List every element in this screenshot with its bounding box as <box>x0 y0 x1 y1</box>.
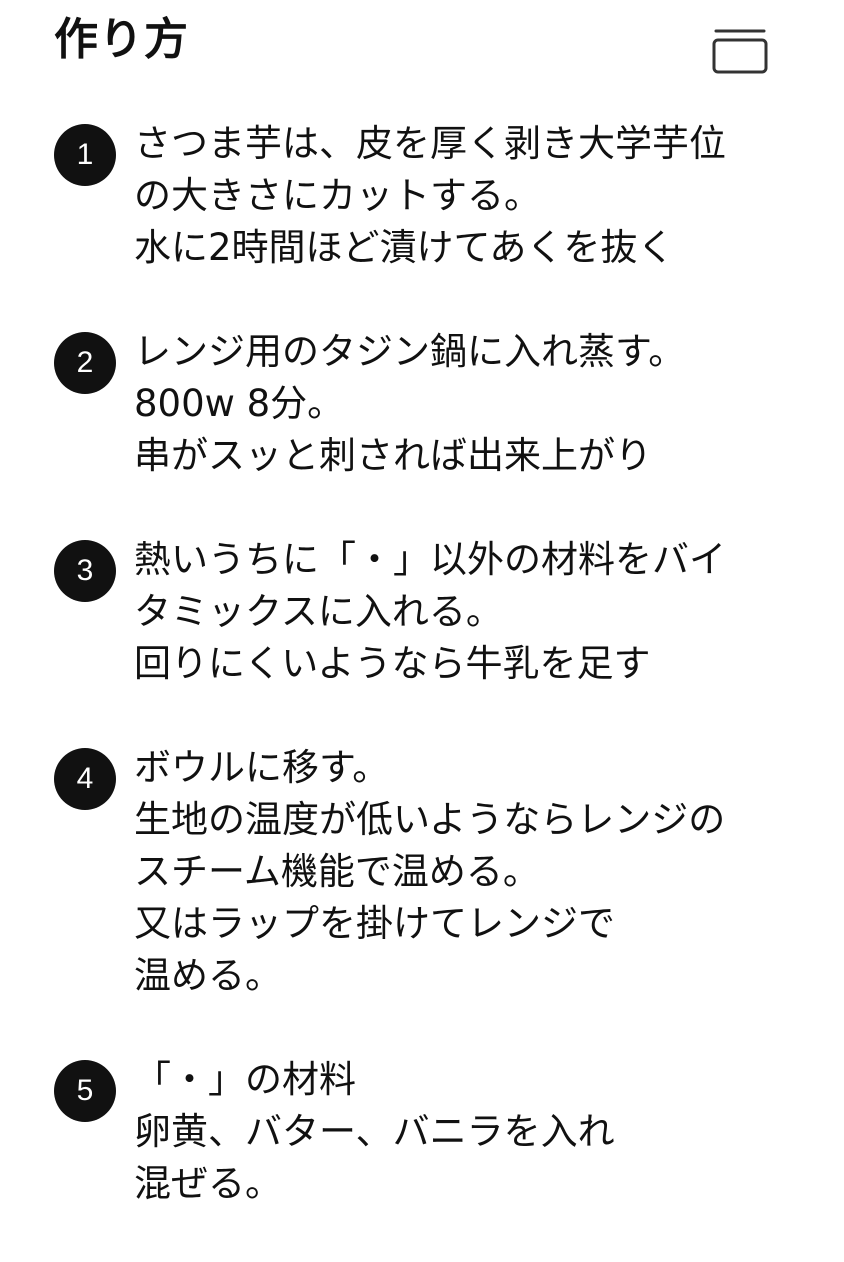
step-text-line: 熱いうちに「・」以外の材料をバイ <box>134 538 726 581</box>
step-number-badge: 5 <box>54 1060 116 1122</box>
step-number-badge: 1 <box>54 124 116 186</box>
steps-list: 1 さつま芋は、皮を厚く剥き大学芋位 の大きさにカットする。 水に2時間ほど漬け… <box>54 118 814 1262</box>
step-text-line: の大きさにカットする。 <box>134 174 541 217</box>
step-item: 1 さつま芋は、皮を厚く剥き大学芋位 の大きさにカットする。 水に2時間ほど漬け… <box>54 118 814 274</box>
collapse-button[interactable] <box>710 26 770 76</box>
step-item: 5 「・」の材料 卵黄、バター、バニラを入れ 混ぜる。 <box>54 1054 814 1210</box>
page-title: 作り方 <box>54 14 189 65</box>
step-text-line: 水に2時間ほど漬けてあくを抜く <box>134 226 675 269</box>
step-text-line: 回りにくいようなら牛乳を足す <box>134 642 651 685</box>
step-text-line: 卵黄、バター、バニラを入れ <box>134 1110 615 1153</box>
step-text-line: 温める。 <box>134 954 282 997</box>
step-text-line: 串がスッと刺されば出来上がり <box>134 434 652 477</box>
step-text-line: 800w 8分。 <box>134 382 345 425</box>
step-number-badge: 3 <box>54 540 116 602</box>
step-item: 4 ボウルに移す。 生地の温度が低いようならレンジの スチーム機能で温める。 又… <box>54 742 814 1002</box>
step-item: 3 熱いうちに「・」以外の材料をバイ タミックスに入れる。 回りにくいようなら牛… <box>54 534 814 690</box>
step-number-badge: 4 <box>54 748 116 810</box>
step-text-line: スチーム機能で温める。 <box>134 850 540 893</box>
header: 作り方 <box>54 10 790 80</box>
step-text-line: 生地の温度が低いようならレンジの <box>134 798 726 841</box>
step-text-line: 「・」の材料 <box>134 1058 356 1101</box>
step-item: 2 レンジ用のタジン鍋に入れ蒸す。 800w 8分。 串がスッと刺されば出来上が… <box>54 326 814 482</box>
step-text-line: さつま芋は、皮を厚く剥き大学芋位 <box>134 122 726 165</box>
step-text-line: 混ぜる。 <box>134 1162 282 1205</box>
step-text-line: タミックスに入れる。 <box>134 590 503 633</box>
step-number-badge: 2 <box>54 332 116 394</box>
step-text-line: レンジ用のタジン鍋に入れ蒸す。 <box>134 330 686 373</box>
collapse-panel-icon <box>712 29 768 74</box>
step-text-line: ボウルに移す。 <box>134 746 390 789</box>
step-text-line: 又はラップを掛けてレンジで <box>134 902 615 945</box>
